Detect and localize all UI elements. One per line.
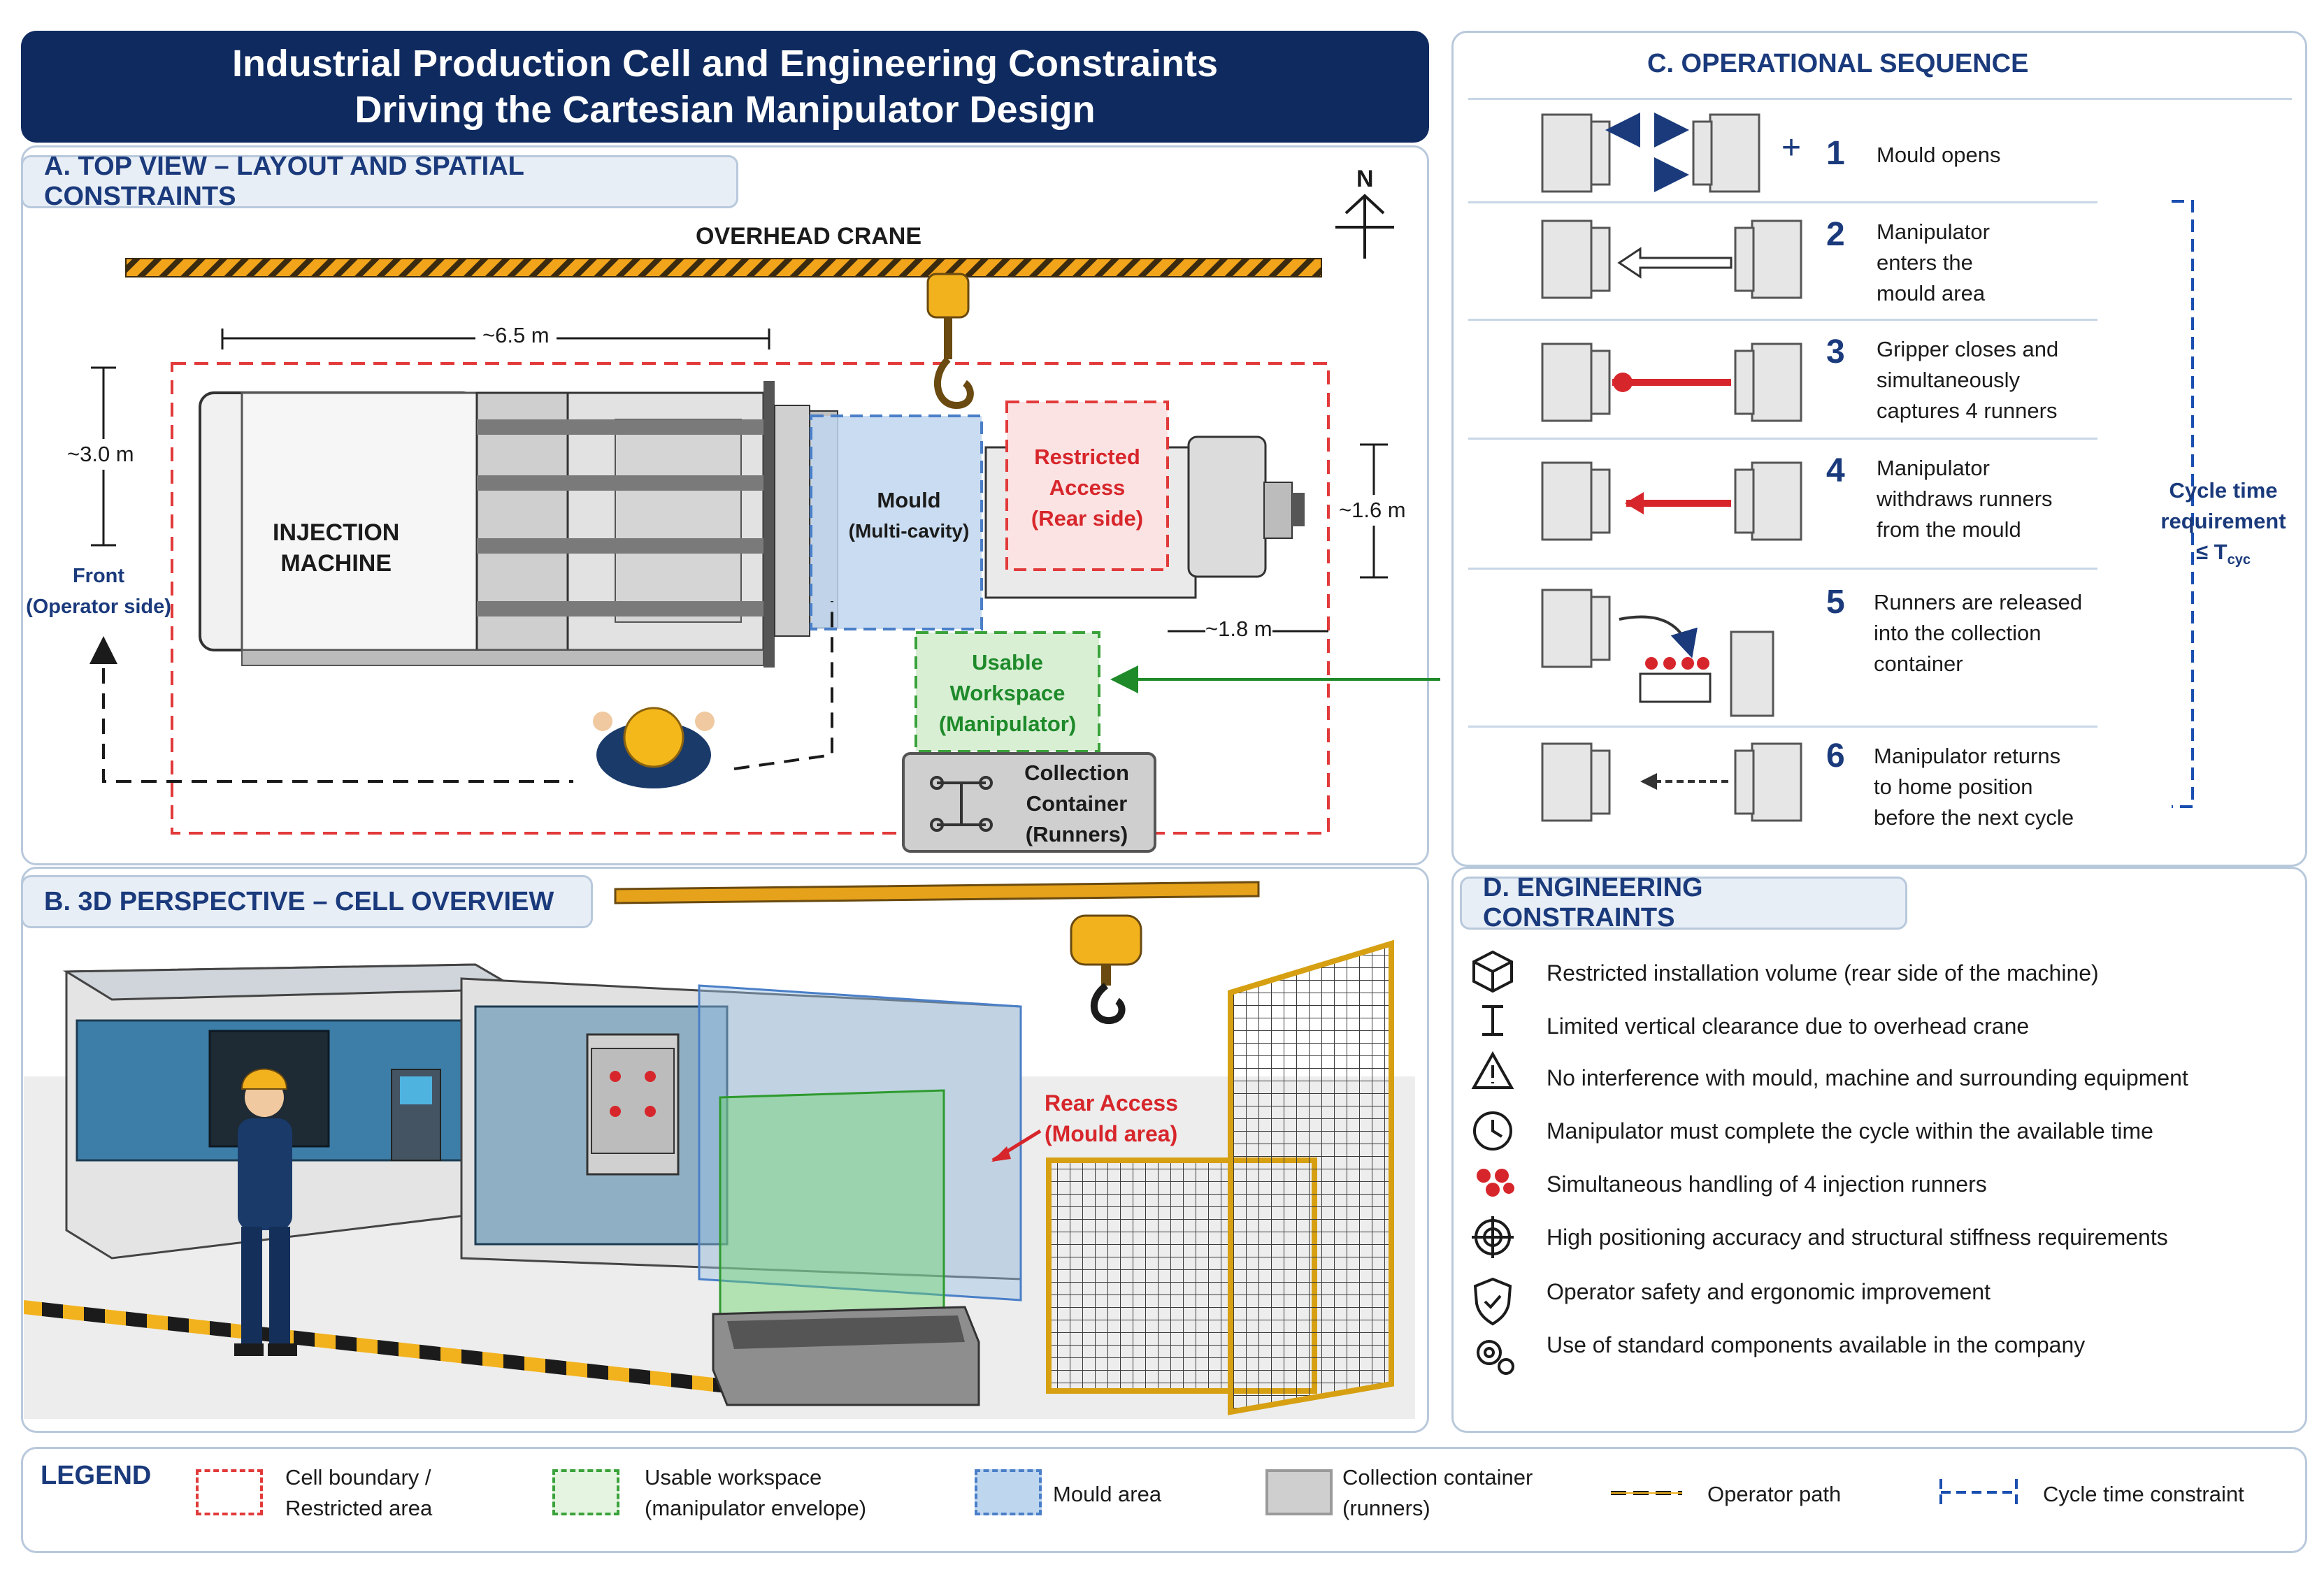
step-number-3: 3 xyxy=(1826,333,1845,370)
legend-swatch-cycle-time xyxy=(1939,1479,2018,1506)
cell-boundary xyxy=(171,362,1330,835)
usable-workspace-zone xyxy=(914,631,1100,753)
collection-container xyxy=(902,752,1156,853)
legend-text-operator-path: Operator path xyxy=(1707,1482,1842,1506)
dim-rear-height-label: ~1.6 m xyxy=(1339,495,1406,526)
legend-text-container: Collection container(runners) xyxy=(1342,1465,1533,1520)
legend-title: LEGEND xyxy=(41,1461,152,1490)
mould-plate-3d xyxy=(591,1048,675,1154)
crane-rail xyxy=(125,258,1322,277)
legend-text-mould: Mould area xyxy=(1053,1482,1162,1506)
step-number-1: 1 xyxy=(1826,135,1845,172)
crane-hoist-icon xyxy=(1070,914,1142,1024)
legend-panel xyxy=(21,1447,2307,1553)
crane-beam-3d xyxy=(614,881,1260,904)
crane-hook-icon xyxy=(926,273,974,410)
constraint-1: Restricted installation volume (rear sid… xyxy=(1547,960,2099,986)
legend-swatch-cell-boundary xyxy=(196,1469,263,1515)
shield-icon xyxy=(1473,1277,1512,1326)
clock-icon xyxy=(1473,1111,1512,1151)
runners-icon xyxy=(1477,1169,1514,1197)
mould-area xyxy=(810,414,983,630)
restricted-access-zone xyxy=(1005,401,1169,571)
step-divider-4 xyxy=(1468,568,2097,570)
operator-path xyxy=(102,643,573,783)
sequence-rule xyxy=(1468,98,2292,100)
mould-label: Mould(Multi-cavity) xyxy=(848,488,970,542)
tab-top-view: A. TOP VIEW – LAYOUT AND SPATIAL CONSTRA… xyxy=(21,152,738,211)
legend-text-cycle-time: Cycle time constraint xyxy=(2043,1482,2244,1506)
legend-text-workspace: Usable workspace(manipulator envelope) xyxy=(645,1465,867,1520)
operator-top-icon xyxy=(593,707,715,788)
sequence-diagrams xyxy=(1541,113,2194,822)
step-divider-1 xyxy=(1468,201,2097,203)
legend-swatch-mould xyxy=(975,1469,1042,1515)
constraint-icons xyxy=(1471,951,1514,1375)
constraint-5: Simultaneous handling of 4 injection run… xyxy=(1547,1171,1987,1197)
step-text-1: Mould opens xyxy=(1877,143,2001,167)
legend-swatch-workspace xyxy=(552,1469,619,1515)
north-label: N xyxy=(1356,166,1374,192)
constraint-6: High positioning accuracy and structural… xyxy=(1547,1225,2168,1250)
height-icon xyxy=(1482,1005,1503,1036)
dim-width-label: ~3.0 m xyxy=(67,439,134,470)
legend-swatch-container xyxy=(1265,1469,1333,1515)
legend-swatch-operator-path xyxy=(1611,1491,1682,1495)
step-number-6: 6 xyxy=(1826,737,1845,774)
constraint-4: Manipulator must complete the cycle with… xyxy=(1547,1118,2153,1144)
sequence-title: C. OPERATIONAL SEQUENCE xyxy=(1647,49,2029,78)
crane-label: OVERHEAD CRANE xyxy=(696,223,922,250)
cube-icon xyxy=(1472,951,1513,993)
dim-length-label: ~6.5 m xyxy=(475,320,557,351)
front-label: Front(Operator side) xyxy=(26,565,171,618)
constraint-7: Operator safety and ergonomic improvemen… xyxy=(1547,1279,1991,1304)
title-line-2: Driving the Cartesian Manipulator Design xyxy=(354,89,1096,131)
constraint-3: No interference with mould, machine and … xyxy=(1547,1065,2188,1090)
tab-3d-view: B. 3D PERSPECTIVE – CELL OVERVIEW xyxy=(21,875,593,928)
step-divider-5 xyxy=(1468,726,2097,728)
legend-text-cell-boundary: Cell boundary /Restricted area xyxy=(285,1465,433,1520)
runner-tree-icon xyxy=(930,776,993,832)
step-divider-2 xyxy=(1468,319,2097,321)
constraint-8: Use of standard components available in … xyxy=(1547,1332,2086,1357)
perspective-drawing xyxy=(24,881,1415,1419)
rear-access-label: Rear Access(Mould area) xyxy=(1045,1090,1178,1146)
panel-constraints xyxy=(1451,867,2307,1433)
cycle-time-bracket xyxy=(2172,200,2194,808)
step-divider-3 xyxy=(1468,438,2097,440)
plus-sign: + xyxy=(1781,129,1802,166)
constraint-2: Limited vertical clearance due to overhe… xyxy=(1547,1014,2030,1039)
step-number-5: 5 xyxy=(1826,584,1845,621)
page-title: Industrial Production Cell and Engineeri… xyxy=(21,31,1429,143)
mould-volume-3d xyxy=(698,984,1022,1301)
north-arrow-icon xyxy=(1335,194,1394,259)
workspace-volume-3d xyxy=(719,1089,945,1322)
target-icon xyxy=(1472,1216,1514,1258)
dim-rear-width-label: ~1.8 m xyxy=(1205,614,1272,644)
gears-icon xyxy=(1477,1340,1514,1375)
step-number-4: 4 xyxy=(1826,452,1845,489)
top-view-drawing xyxy=(89,194,1440,853)
title-line-1: Industrial Production Cell and Engineeri… xyxy=(231,43,1219,85)
warning-icon xyxy=(1471,1051,1514,1089)
step-number-2: 2 xyxy=(1826,216,1845,253)
tab-constraints: D. ENGINEERING CONSTRAINTS xyxy=(1460,873,1907,932)
operator-3d-icon xyxy=(234,1068,297,1356)
